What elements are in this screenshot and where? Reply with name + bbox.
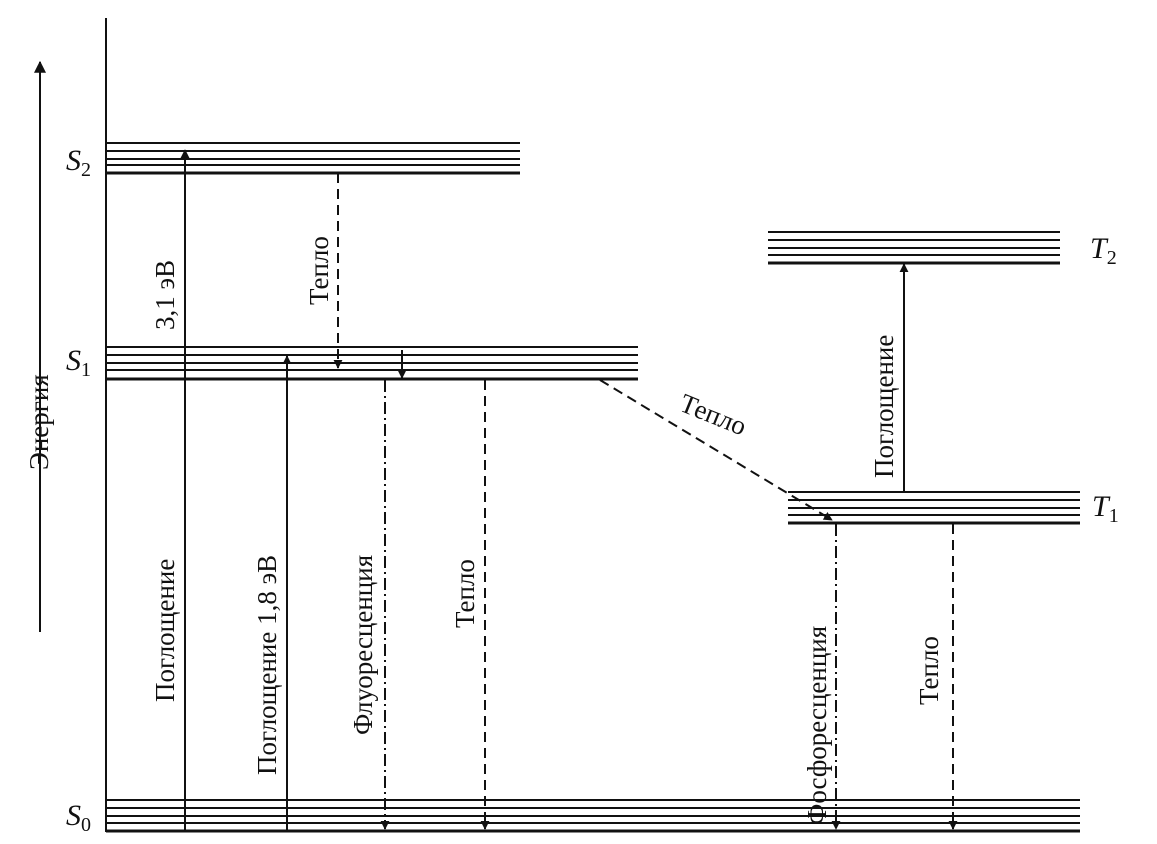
label-s2-s1-heat: Тепло — [304, 236, 334, 305]
level-t1 — [788, 491, 1080, 525]
level-s0-label: S0 — [66, 799, 91, 836]
level-t1-label: T1 — [1092, 490, 1119, 527]
label-s1-s0-heat: Тепло — [450, 559, 480, 628]
level-s0 — [106, 799, 1080, 833]
label-t1-s0-phosphorescence: Фосфоресценция — [802, 626, 832, 825]
label-s1-s0-fluorescence: Флуоресценция — [348, 555, 378, 735]
energy-axis-label: Энергия — [24, 374, 54, 470]
level-t2 — [768, 231, 1060, 265]
level-t2-label: T2 — [1090, 232, 1117, 269]
label-s0-s2-absorption: Поглощение — [150, 559, 180, 702]
label-t1-s0-heat: Тепло — [914, 636, 944, 705]
label-s0-s2-energy: 3,1 эВ — [150, 260, 180, 330]
level-s2 — [106, 142, 520, 175]
label-t1-t2-absorption: Поглощение — [869, 335, 899, 478]
level-s1 — [106, 346, 638, 381]
arrow-s1-t1-heat — [599, 379, 833, 521]
level-s2-label: S2 — [66, 144, 91, 181]
level-s1-label: S1 — [66, 344, 91, 381]
label-s0-s1-absorption: Поглощение 1,8 эВ — [252, 555, 282, 775]
